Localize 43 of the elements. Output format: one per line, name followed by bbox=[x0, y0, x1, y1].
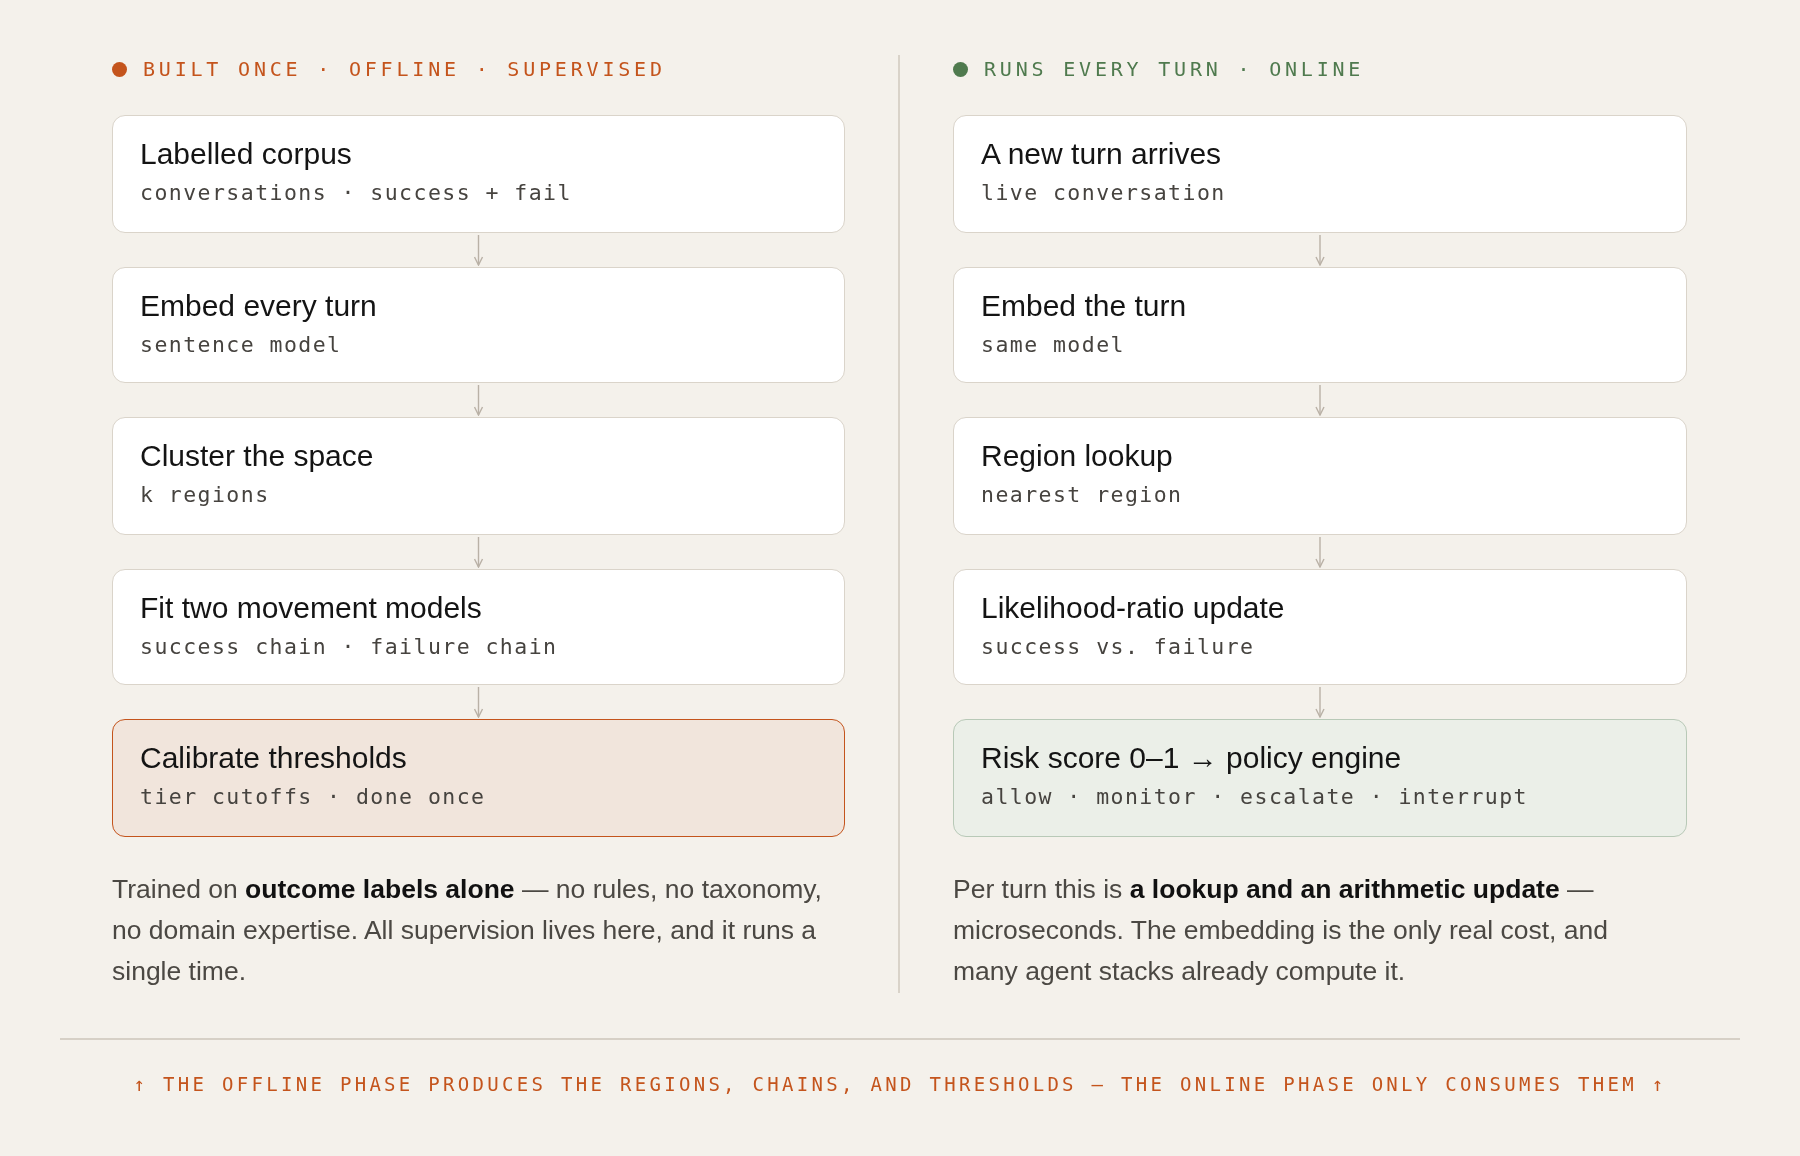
step-detail: success chain · failure chain bbox=[140, 633, 558, 661]
phase-heading: BUILT ONCE · OFFLINE · SUPERVISED bbox=[143, 57, 666, 81]
step-title: Embed the turn bbox=[981, 288, 1187, 324]
step-card bbox=[953, 417, 1687, 535]
arrow bbox=[473, 234, 484, 266]
step-detail: k regions bbox=[140, 481, 270, 509]
step-title: Risk score 0–1 → policy engine bbox=[981, 740, 1402, 776]
step-title: Calibrate thresholds bbox=[140, 740, 407, 776]
step-title: Embed every turn bbox=[140, 288, 377, 324]
step-detail: nearest region bbox=[981, 481, 1183, 509]
step-card bbox=[953, 267, 1687, 383]
step-title: Cluster the space bbox=[140, 438, 374, 474]
step-card bbox=[953, 569, 1687, 685]
step-card bbox=[953, 115, 1687, 233]
step-title: Region lookup bbox=[981, 438, 1173, 474]
step-card bbox=[112, 115, 845, 233]
arrow bbox=[473, 536, 484, 568]
arrow bbox=[1315, 536, 1325, 568]
step-card bbox=[112, 417, 845, 535]
step-card bbox=[112, 719, 845, 837]
step-card bbox=[112, 569, 845, 685]
arrow bbox=[473, 384, 484, 416]
step-detail: success vs. failure bbox=[981, 633, 1255, 661]
step-detail: live conversation bbox=[981, 179, 1226, 207]
step-title: Fit two movement models bbox=[140, 590, 482, 626]
arrow bbox=[473, 686, 484, 718]
arrow bbox=[1315, 384, 1325, 416]
step-detail: allow · monitor · escalate · interrupt bbox=[981, 783, 1528, 811]
step-card bbox=[112, 267, 845, 383]
step-detail: conversations · success + fail bbox=[140, 179, 572, 207]
phase-heading: RUNS EVERY TURN · ONLINE bbox=[984, 57, 1365, 81]
step-title: Likelihood-ratio update bbox=[981, 590, 1285, 626]
step-detail: sentence model bbox=[140, 331, 342, 359]
phase-note: Per turn this is a lookup and an arithmetic update — microseconds. The embedding is the only real cost, and many agent stacks already compute it. bbox=[953, 873, 1609, 988]
step-card bbox=[953, 719, 1687, 837]
arrow bbox=[1315, 234, 1325, 266]
step-detail: tier cutoffs · done once bbox=[140, 783, 486, 811]
footer-note: ↑ THE OFFLINE PHASE PRODUCES THE REGIONS, CHAINS, AND THRESHOLDS — THE ONLINE PHASE ONLY CONSUMES THEM ↑ bbox=[133, 1072, 1667, 1097]
step-title: Labelled corpus bbox=[140, 136, 352, 172]
phase-note: Trained on outcome labels alone — no rules, no taxonomy, no domain expertise. All supervision lives here, and it runs a single time. bbox=[112, 873, 823, 988]
arrow bbox=[1315, 686, 1325, 718]
step-title: A new turn arrives bbox=[981, 136, 1222, 172]
step-detail: same model bbox=[981, 331, 1125, 359]
